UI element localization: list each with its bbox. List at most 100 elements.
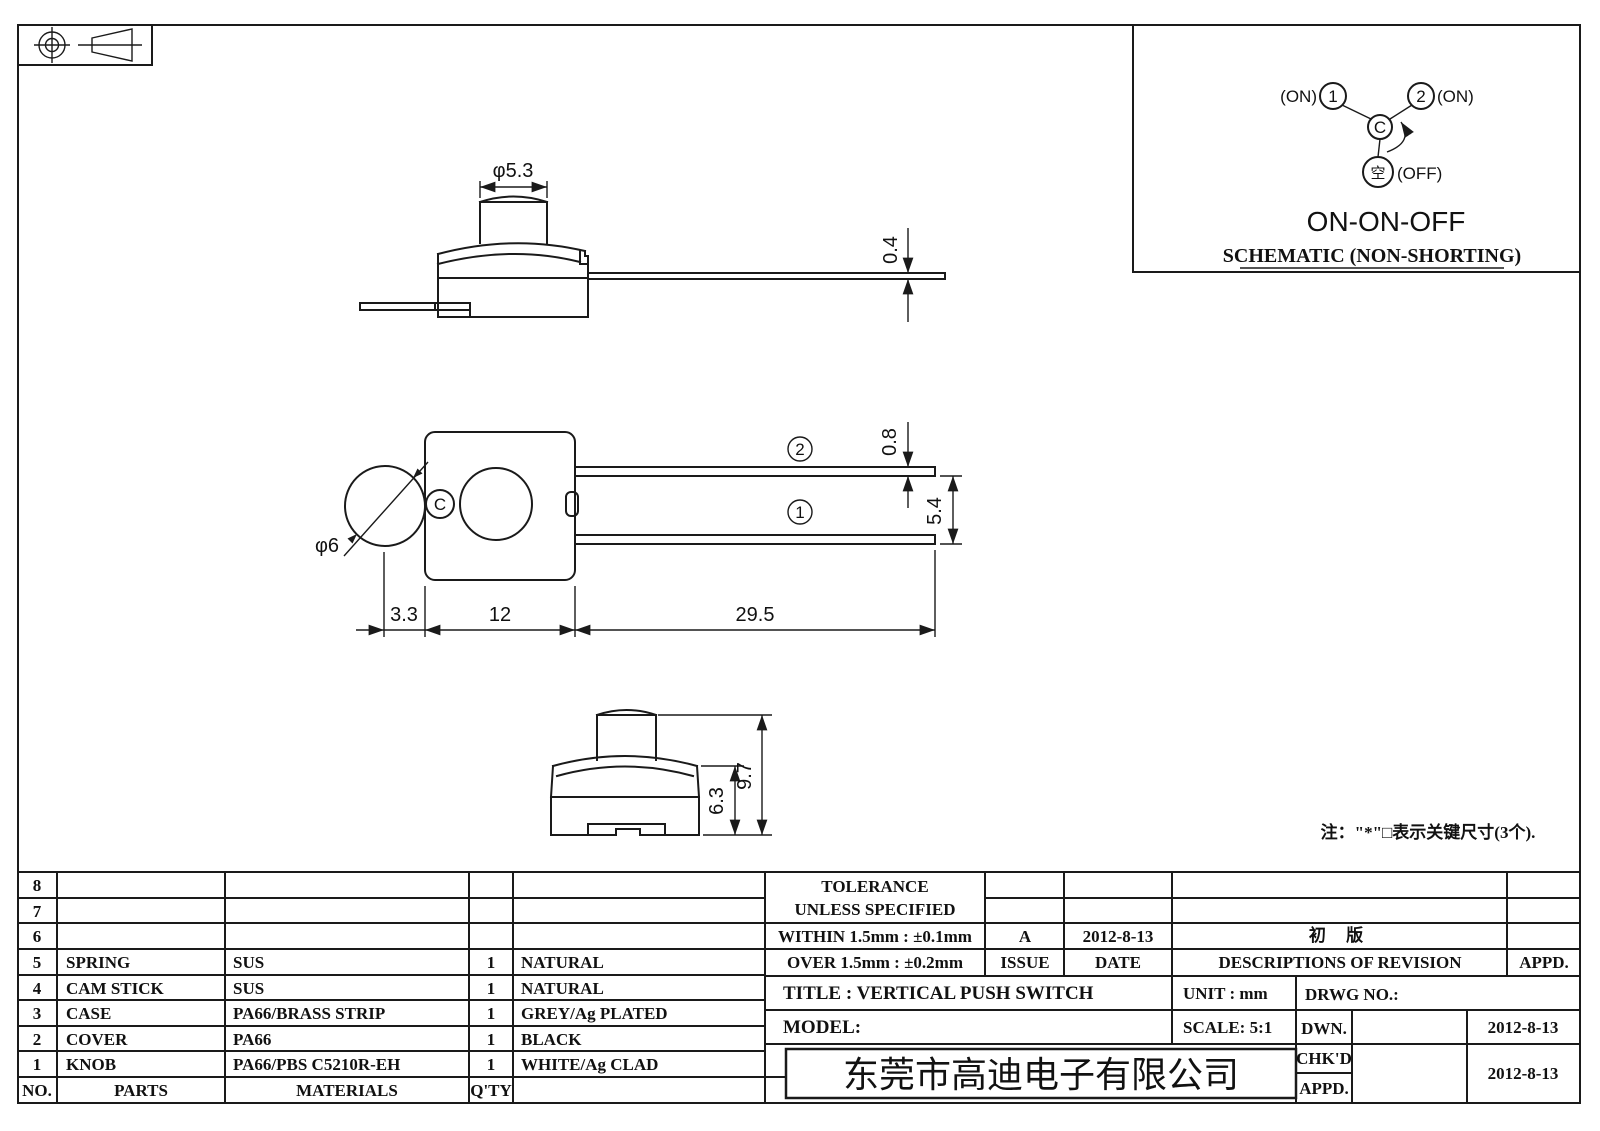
part-name: CAM STICK [66, 979, 165, 998]
part-name: COVER [66, 1030, 128, 1049]
front-view: 6.3 9.7 [549, 709, 772, 836]
part-material: PA66/PBS C5210R-EH [233, 1055, 400, 1074]
row-no: 3 [33, 1004, 42, 1023]
row-no: 7 [33, 902, 42, 921]
top-view: φ6 C 2 1 0.8 5.4 3.3 12 29.5 [315, 422, 962, 637]
part-color: BLACK [521, 1030, 582, 1049]
terminal-2-number: 2 [795, 440, 804, 459]
terminal-1-number: 1 [795, 503, 804, 522]
company-box [784, 1047, 1298, 1100]
part-material: PA66/BRASS STRIP [233, 1004, 385, 1023]
row-no: 1 [33, 1055, 42, 1074]
tolerance-line1: TOLERANCE [821, 877, 928, 896]
schematic-empty-terminal: 空 [1370, 165, 1385, 182]
parts-table: 8 7 6 5 4 3 2 1 SPRING CAM STICK CASE CO… [17, 871, 1581, 1104]
knob-dome [478, 195, 549, 204]
dim-case-height: 6.3 [706, 787, 728, 815]
dim-knob-diameter: φ5.3 [493, 160, 534, 182]
projection-cone-icon [91, 28, 133, 62]
cover-arc-inner [436, 252, 582, 266]
part-color: WHITE/Ag CLAD [521, 1055, 658, 1074]
schematic-terminal-2: 2 [1416, 87, 1425, 106]
terminal-2-balloon [787, 436, 813, 462]
schematic-off-label: (OFF) [1397, 164, 1442, 183]
part-qty: 1 [487, 953, 496, 972]
schematic: (ON) 1 2 (ON) C 空 (OFF) ON-ON-OFF SCHEMA… [1132, 24, 1581, 273]
drwg-no-label: DRWG NO.: [1305, 985, 1399, 1004]
note-text: 注："*"□表示关键尺寸(3个). [1321, 822, 1536, 842]
part-color: NATURAL [521, 953, 604, 972]
schematic-common: C [1374, 118, 1386, 137]
switch-body [424, 431, 576, 581]
schematic-on-left-label: (ON) [1280, 87, 1317, 106]
dim-body-width: 12 [489, 604, 511, 626]
part-qty: 1 [487, 1030, 496, 1049]
part-color: GREY/Ag PLATED [521, 1004, 668, 1023]
title-block: TOLERANCE UNLESS SPECIFIED WITHIN 1.5mm … [764, 871, 1581, 1104]
part-name: KNOB [66, 1055, 116, 1074]
side-view: φ5.3 0.4 [359, 160, 946, 322]
schematic-on-right-label: (ON) [1437, 87, 1474, 106]
dim-terminal-length: 29.5 [736, 604, 775, 626]
header-parts: PARTS [114, 1081, 168, 1100]
dim-terminal-thickness-side: 0.4 [880, 236, 902, 264]
cover-arc-outer [551, 755, 699, 768]
part-name: SPRING [66, 953, 130, 972]
tolerance-within: WITHIN 1.5mm : ±0.1mm [778, 927, 972, 946]
dim-lever-diameter: φ6 [315, 535, 339, 557]
schematic-subtitle: SCHEMATIC (NON-SHORTING) [1223, 245, 1521, 267]
terminal-1-circle [1319, 82, 1347, 110]
common-mark-circle [425, 489, 455, 519]
date-label: DATE [1095, 953, 1141, 972]
part-color: NATURAL [521, 979, 604, 998]
dim-total-height: 9.7 [734, 762, 756, 790]
key-dimension-note: 注："*"□表示关键尺寸(3个). [1321, 822, 1536, 842]
company-name: 东莞市高迪电子有限公司 [843, 1054, 1239, 1095]
side-slot [565, 491, 579, 517]
chkd-date: 2012-8-13 [1488, 1064, 1559, 1083]
issue-date-value: 2012-8-13 [1083, 927, 1154, 946]
terminal-1-balloon [787, 499, 813, 525]
revision-label: DESCRIPTIONS OF REVISION [1218, 953, 1462, 972]
revision-description: 初 版 [1309, 925, 1371, 945]
unit-label: UNIT : mm [1183, 984, 1268, 1003]
tolerance-line2: UNLESS SPECIFIED [794, 900, 955, 919]
part-qty: 1 [487, 1055, 496, 1074]
knob-dome [595, 709, 658, 717]
issue-value: A [1019, 927, 1032, 946]
dim-terminal-thickness-top: 0.8 [879, 428, 901, 456]
header-qty: Q'TY [470, 1081, 512, 1100]
appd-label: APPD. [1519, 953, 1569, 972]
part-qty: 1 [487, 979, 496, 998]
model-label: MODEL: [783, 1017, 861, 1038]
toggle-arrow-icon [1386, 121, 1414, 153]
part-name: CASE [66, 1004, 111, 1023]
issue-label: ISSUE [1000, 953, 1049, 972]
schematic-title: ON-ON-OFF [1307, 206, 1466, 237]
schematic-terminal-1: 1 [1328, 87, 1337, 106]
row-no: 6 [33, 927, 42, 946]
appd-sign-label: APPD. [1299, 1079, 1349, 1098]
projection-symbol [17, 24, 153, 66]
tolerance-over: OVER 1.5mm : ±0.2mm [787, 953, 963, 972]
row-no: 4 [33, 979, 42, 998]
header-no: NO. [22, 1081, 52, 1100]
part-material: SUS [233, 979, 264, 998]
dwn-date: 2012-8-13 [1488, 1018, 1559, 1037]
drawing-title: TITLE : VERTICAL PUSH SWITCH [783, 983, 1094, 1004]
drawing-frame [17, 24, 1581, 1104]
dim-terminal-gap: 5.4 [924, 497, 946, 525]
part-material: SUS [233, 953, 264, 972]
bottom-notch [550, 828, 700, 836]
dim-lever-offset: 3.3 [390, 604, 418, 626]
terminal-2-circle [1407, 82, 1435, 110]
row-no: 5 [33, 953, 42, 972]
part-material: PA66 [233, 1030, 271, 1049]
dwn-label: DWN. [1301, 1019, 1347, 1038]
common-mark-label: C [434, 495, 446, 514]
part-qty: 1 [487, 1004, 496, 1023]
scale-label: SCALE: 5:1 [1183, 1018, 1272, 1037]
row-no: 8 [33, 876, 42, 895]
cover-arc-outer [436, 242, 587, 256]
